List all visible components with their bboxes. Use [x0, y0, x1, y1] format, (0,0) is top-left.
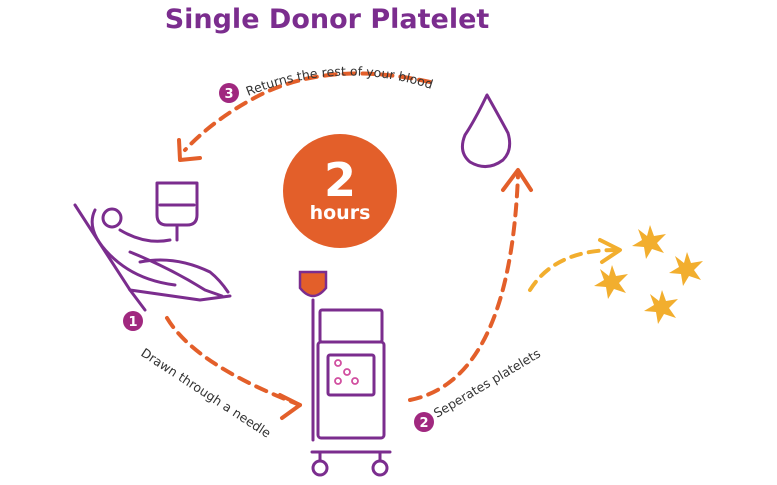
platelet-star-icon [632, 225, 666, 259]
step-2-number: 2 [419, 416, 428, 431]
arrow-drawn [165, 316, 302, 420]
step-2-badge: 2 [414, 412, 434, 432]
duration-value: 2 [324, 153, 356, 207]
apheresis-machine-icon [298, 270, 392, 477]
step-1-number: 1 [128, 315, 137, 330]
svg-text:Returns the rest of your blood: Returns the rest of your blood [244, 63, 435, 98]
step-3-label: Returns the rest of your blood [244, 63, 435, 98]
blood-bag-icon [155, 181, 199, 242]
arrow-return [177, 71, 432, 162]
platelet-stars [594, 225, 703, 324]
step-3-number: 3 [224, 87, 233, 102]
step-1-badge: 1 [123, 311, 143, 331]
step-3-badge: 3 [219, 83, 239, 103]
blood-drop-icon [460, 93, 512, 168]
platelet-star-icon [594, 265, 628, 299]
page-title: Single Donor Platelet [165, 4, 490, 35]
platelet-star-icon [644, 290, 678, 324]
arrow-separate [408, 168, 533, 402]
duration-badge: 2 hours [283, 134, 397, 248]
arrow-platelets [528, 238, 622, 292]
person-reclining-icon [73, 203, 232, 312]
platelet-star-icon [669, 252, 703, 286]
duration-unit: hours [310, 202, 371, 224]
